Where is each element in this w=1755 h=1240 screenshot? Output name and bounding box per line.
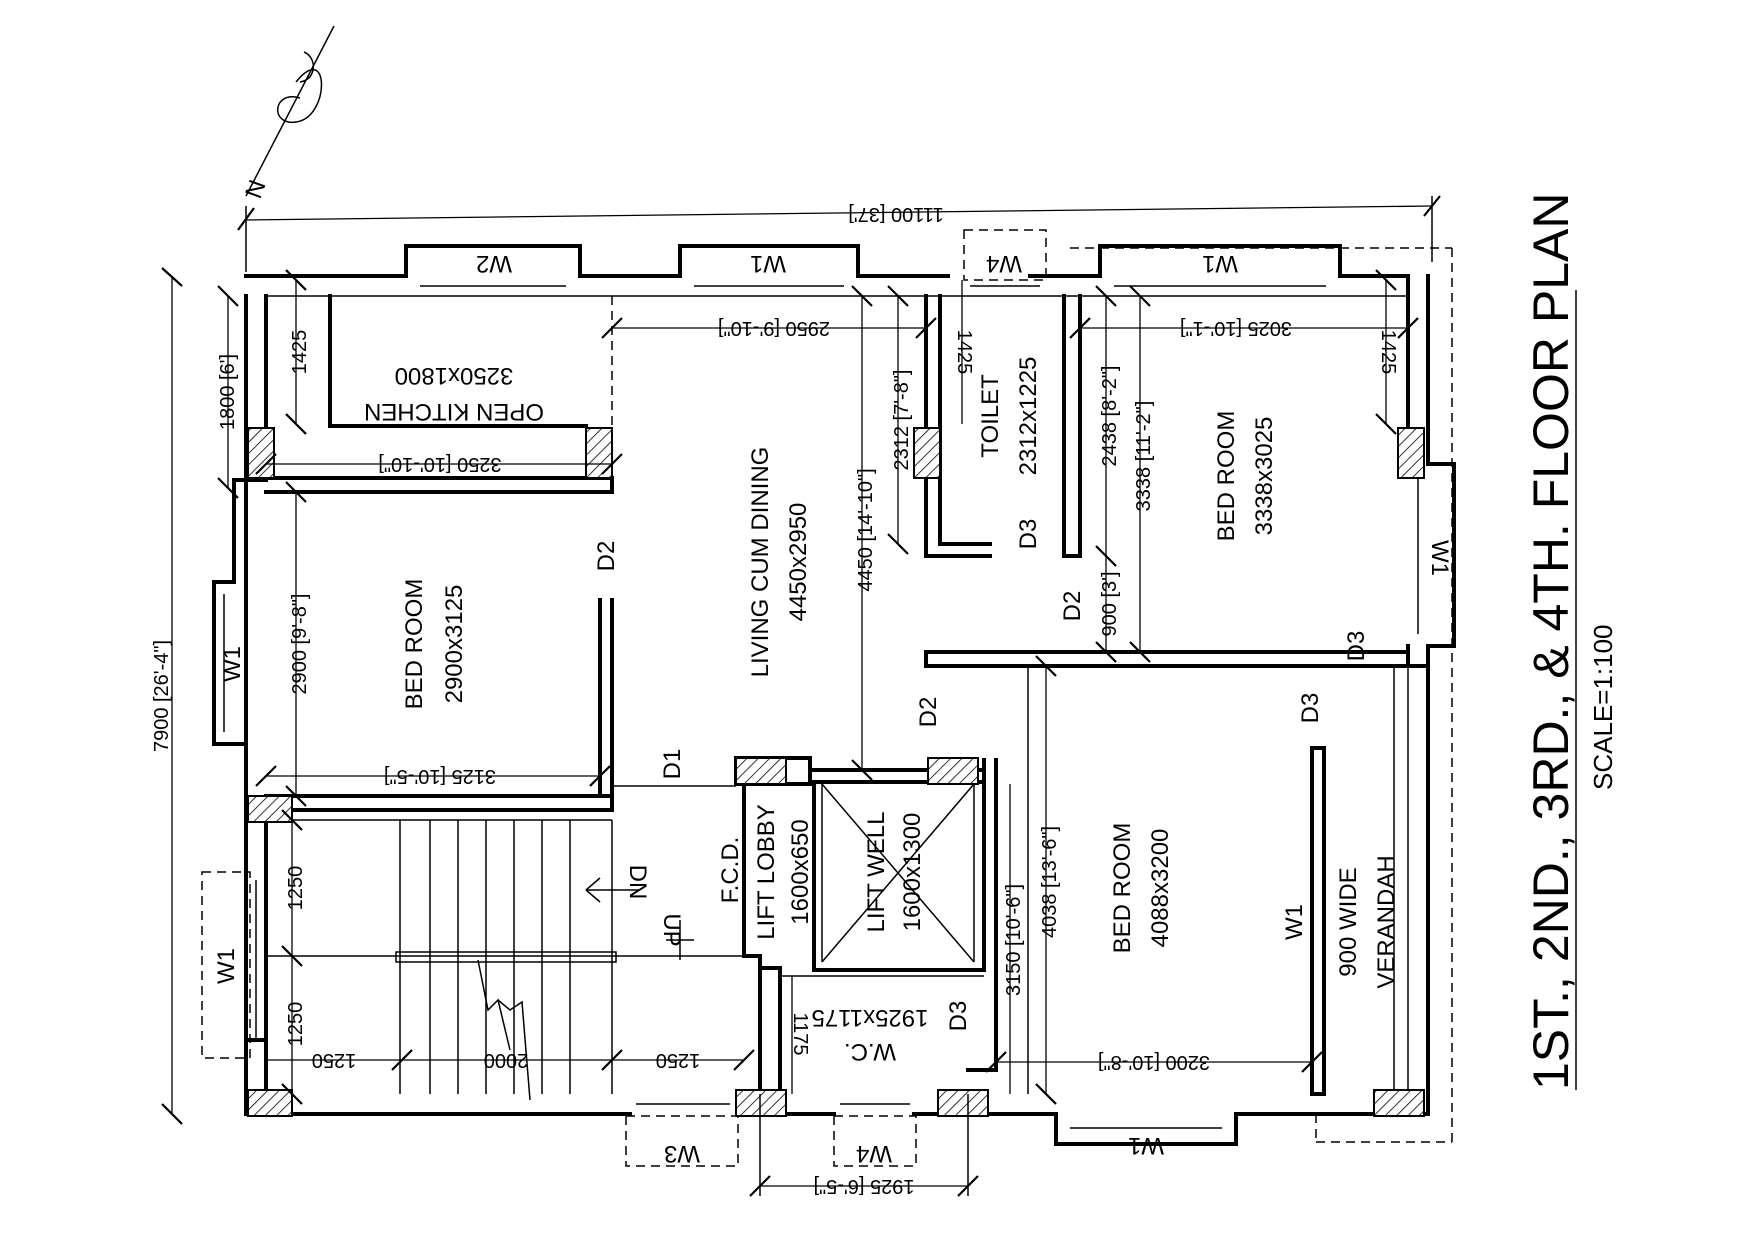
dimension-lines: 1800 [6'] 1425 3250 [10'-10"] 2950 [9'-1… — [217, 269, 1419, 1197]
window-w1-left-b-label: W1 — [213, 948, 240, 984]
verandah-line1: 900 WIDE — [1335, 867, 1362, 976]
open-kitchen-size: 3250x1800 — [395, 362, 514, 389]
dim-toilet-1425: 1425 — [953, 330, 975, 375]
window-w4-bottom: W4 — [833, 1103, 917, 1167]
toilet-size: 2312x1225 — [1015, 357, 1042, 476]
door-d3-toilet: D3 — [1015, 519, 1042, 550]
door-d3-verandah: D3 — [1297, 693, 1324, 724]
bed-se-size: 4088x3200 — [1147, 829, 1174, 948]
dim-wc-width: 1925 [6'-5"] — [814, 1175, 915, 1197]
window-w1-top-a-label: W1 — [750, 250, 786, 277]
overall-depth-dimension: 7900 [26'-4"] — [151, 267, 183, 1125]
lift-well-name: LIFT WELL — [863, 812, 890, 933]
window-w1-top-b-label: W1 — [1202, 250, 1238, 277]
window-w4-top-label: W4 — [986, 250, 1022, 277]
plan-scale: SCALE=1:100 — [1588, 624, 1618, 790]
interior-walls — [264, 247, 1453, 1143]
window-w1-top-a: W1 — [694, 250, 844, 287]
dim-bed-ne-900: 900 [3'] — [1099, 572, 1121, 637]
door-d2-bed-ne: D2 — [1059, 591, 1086, 622]
wc-name: W.C. — [844, 1038, 896, 1065]
window-w3-bottom: W3 — [625, 1103, 739, 1167]
window-w1-left-a: W1 — [219, 594, 246, 732]
window-w1-right: W1 — [1417, 476, 1453, 634]
bed-se-name: BED ROOM — [1109, 823, 1136, 954]
dim-bed-ne-3338: 3338 [11'-2"] — [1133, 401, 1155, 512]
lift-well-size: 1600x1300 — [899, 813, 926, 932]
overall-depth-label: 7900 [26'-4"] — [151, 640, 173, 752]
window-w1-left-a-label: W1 — [219, 646, 246, 682]
dim-bed-ne-2438: 2438 [8'-2"] — [1099, 366, 1121, 467]
lift-lobby-size: 1600x650 — [787, 819, 814, 924]
window-w4-bottom-label: W4 — [856, 1140, 892, 1167]
dim-toilet-depth: 2312 [7'-8"] — [891, 370, 913, 471]
dim-bed-w-depth: 2900 [9'-8"] — [289, 594, 311, 695]
living-name: LIVING CUM DINING — [747, 447, 774, 678]
dim-bed-se-4038: 4038 [13'-6"] — [1039, 826, 1061, 938]
room-labels: OPEN KITCHEN 3250x1800 LIVING CUM DINING… — [364, 357, 1400, 1065]
window-w2-top-label: W2 — [476, 250, 512, 277]
dim-stair-1250-d: 1250 — [656, 1049, 701, 1071]
fcd-label: F.C.D. — [717, 837, 744, 904]
plan-title: 1ST., 2ND., 3RD., & 4TH. FLOOR PLAN — [1523, 193, 1579, 1090]
toilet-name: TOILET — [977, 374, 1004, 458]
overall-width-label: 11100 [37'] — [848, 203, 943, 225]
staircase: DN UP — [266, 819, 744, 1101]
window-w1-verandah-label: W1 — [1281, 904, 1308, 940]
door-labels: D2 D3 D2 D3 D2 D3 D1 D3 — [593, 519, 1370, 1032]
north-arrow-icon: N — [240, 25, 335, 203]
stair-up-label: UP — [658, 913, 685, 946]
window-w1-bottom: W1 — [1070, 1127, 1222, 1159]
door-d1-lobby: D1 — [659, 749, 686, 780]
window-w4-top: W4 — [963, 229, 1047, 287]
door-d2-kitchen: D2 — [593, 541, 620, 572]
dim-bed-se-width: 3200 [10'-8"] — [1098, 1051, 1210, 1073]
wc-size: 1925x1175 — [812, 1004, 929, 1031]
north-label: N — [240, 177, 271, 203]
window-w1-left-b: W1 — [201, 871, 257, 1059]
window-w2-top: W2 — [420, 250, 566, 287]
dim-kitchen-1425: 1425 — [289, 330, 311, 375]
windows: W2 W1 W4 W1 W1 W1 W1 — [201, 229, 1453, 1167]
lift-lobby-name: LIFT LOBBY — [753, 804, 780, 940]
living-size: 4450x2950 — [785, 503, 812, 622]
dim-bed-ne-width: 3025 [10'-1"] — [1180, 317, 1292, 339]
title-block: 1ST., 2ND., 3RD., & 4TH. FLOOR PLAN SCAL… — [1523, 193, 1618, 1090]
dim-kitchen-left: 1800 [6'] — [217, 354, 239, 430]
bed-ne-name: BED ROOM — [1213, 411, 1240, 542]
stair-down-label: DN — [624, 865, 651, 900]
dim-bed-ne-1425: 1425 — [1377, 330, 1399, 375]
door-d3-wc: D3 — [945, 1001, 972, 1032]
verandah-line2: VERANDAH — [1373, 855, 1400, 988]
overall-width-dimension: 11100 [37'] — [237, 195, 1441, 272]
dim-wc-1175: 1175 — [789, 1012, 811, 1055]
dim-living-depth: 4450 [14'-10"] — [855, 468, 877, 591]
bed-w-name: BED ROOM — [401, 579, 428, 710]
window-w1-verandah: W1 — [1281, 904, 1308, 940]
window-w1-right-label: W1 — [1426, 540, 1453, 576]
window-w1-bottom-label: W1 — [1128, 1132, 1164, 1159]
dim-bed-w-width: 3125 [10'-5"] — [384, 765, 496, 787]
bed-ne-size: 3338x3025 — [1251, 417, 1278, 536]
dim-stair-1250-c: 1250 — [312, 1049, 357, 1071]
open-kitchen-name: OPEN KITCHEN — [364, 398, 544, 425]
dim-lobby-3150: 3150 [10'-6"] — [1003, 884, 1025, 996]
dim-kitchen-width: 3250 [10'-10"] — [378, 453, 501, 475]
window-w1-top-b: W1 — [1114, 250, 1326, 287]
dim-living-width: 2950 [9'-10"] — [718, 317, 830, 339]
window-w3-bottom-label: W3 — [664, 1140, 700, 1167]
bed-w-size: 2900x3125 — [441, 585, 468, 704]
dim-stair-2000: 2000 — [484, 1049, 529, 1071]
door-d2-bed-se: D2 — [915, 697, 942, 728]
dim-stair-1250-b: 1250 — [285, 1002, 307, 1047]
dim-stair-1250-a: 1250 — [285, 866, 307, 911]
door-d3-bed-ne: D3 — [1343, 631, 1370, 662]
